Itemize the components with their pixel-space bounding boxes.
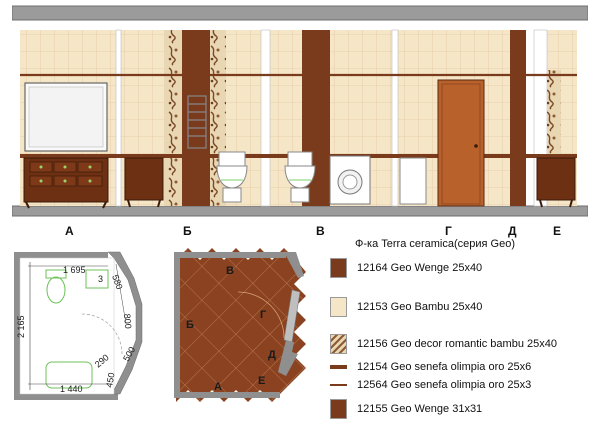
dim-small-3: 800 <box>122 313 133 329</box>
floor-label-g: Г <box>260 309 267 321</box>
elevation-label-a: А <box>65 224 74 238</box>
dim-small-1: 3 <box>98 274 103 284</box>
floor-plan: В Б Г Д А Е <box>168 232 318 424</box>
legend-item-bambu-25x40: 12153 Geo Bambu 25x40 <box>330 296 482 318</box>
cabinet-e <box>536 157 576 208</box>
decor-swatch <box>330 334 347 354</box>
towel-rail <box>187 95 207 149</box>
floor-label-d: Д <box>268 349 276 361</box>
dim-length: 2 165 <box>16 315 26 338</box>
wenge-swatch <box>330 258 347 278</box>
elevation-label-v: В <box>316 224 325 238</box>
dim-small-5: 450 <box>104 372 116 389</box>
boiler <box>399 157 427 205</box>
legend-item-wenge-25x40: 12164 Geo Wenge 25x40 <box>330 257 482 279</box>
washing-machine <box>329 155 371 205</box>
room-plan: 1 695 2 165 1 440 3 580 800 290 450 500 <box>8 244 158 414</box>
bambu-swatch <box>330 297 347 317</box>
toilet-1 <box>216 151 248 203</box>
legend-item-decor-romantic: 12156 Geo decor romantic bambu 25x40 <box>330 333 557 355</box>
elevation-label-b: Б <box>183 224 192 238</box>
dim-bottom: 1 440 <box>60 384 83 394</box>
legend-item-senefa-25x6: 12154 Geo senefa olimpia oro 25x6 <box>330 356 531 378</box>
legend-label: 12155 Geo Wenge 31x31 <box>357 403 483 415</box>
legend-label: 12153 Geo Bambu 25x40 <box>357 301 483 313</box>
elevation-label-d: Д <box>508 224 517 238</box>
legend-item-wenge-31x31: 12155 Geo Wenge 31x31 <box>330 398 482 420</box>
elevation-label-e: Е <box>553 224 562 238</box>
legend-label: 12154 Geo senefa olimpia oro 25x6 <box>357 361 532 373</box>
floor-label-a: А <box>214 381 222 393</box>
floor-label-b: Б <box>186 319 194 331</box>
vanity-a <box>23 157 109 209</box>
thin-line-swatch <box>330 384 347 386</box>
cabinet-b <box>124 157 164 208</box>
thick-line-swatch <box>330 365 347 369</box>
wall-elevation <box>11 0 589 225</box>
legend-label: 12564 Geo senefa olimpia oro 25x3 <box>357 379 532 391</box>
floor-label-v: В <box>226 265 234 277</box>
legend-item-senefa-25x3: 12564 Geo senefa olimpia oro 25x3 <box>330 374 531 396</box>
toilet-2 <box>284 151 316 203</box>
door <box>437 79 485 207</box>
elevation-label-g: Г <box>445 224 452 238</box>
floor-label-e: Е <box>258 375 265 387</box>
legend-label: 12164 Geo Wenge 25x40 <box>357 262 483 274</box>
wenge-swatch <box>330 399 347 419</box>
dim-small-2: 580 <box>110 273 125 291</box>
dim-width: 1 695 <box>63 265 86 275</box>
legend-title: Ф-ка Terra ceramica(серия Geo) <box>355 238 516 250</box>
legend-label: 12156 Geo decor romantic bambu 25x40 <box>357 338 557 350</box>
